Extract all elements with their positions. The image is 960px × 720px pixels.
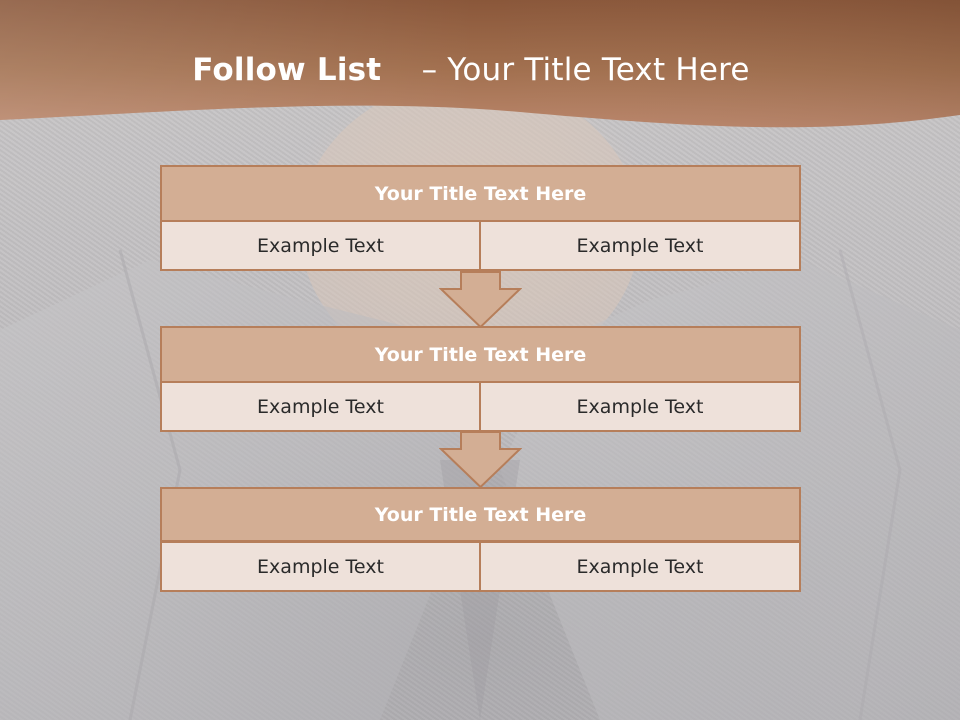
- step-title: Your Title Text Here: [160, 165, 801, 222]
- header-band: [0, 0, 960, 128]
- step-right-text: Example Text: [479, 381, 801, 432]
- step-title: Your Title Text Here: [160, 487, 801, 542]
- title-bold: Follow List: [192, 52, 382, 88]
- step-left-text: Example Text: [160, 541, 481, 592]
- title-rest: – Your Title Text Here: [421, 52, 750, 88]
- flow-step-1: Your Title Text Here Example Text Exampl…: [160, 165, 801, 271]
- step-left-text: Example Text: [160, 381, 481, 432]
- flow-step-3: Your Title Text Here Example Text Exampl…: [160, 487, 801, 593]
- step-left-text: Example Text: [160, 220, 481, 271]
- step-right-text: Example Text: [479, 220, 801, 271]
- slide-title: Follow List – Your Title Text Here: [0, 52, 951, 88]
- flow-step-2: Your Title Text Here Example Text Exampl…: [160, 326, 801, 432]
- down-arrow-icon: [439, 431, 522, 489]
- step-title: Your Title Text Here: [160, 326, 801, 383]
- step-right-text: Example Text: [479, 541, 801, 592]
- down-arrow-icon: [439, 271, 522, 329]
